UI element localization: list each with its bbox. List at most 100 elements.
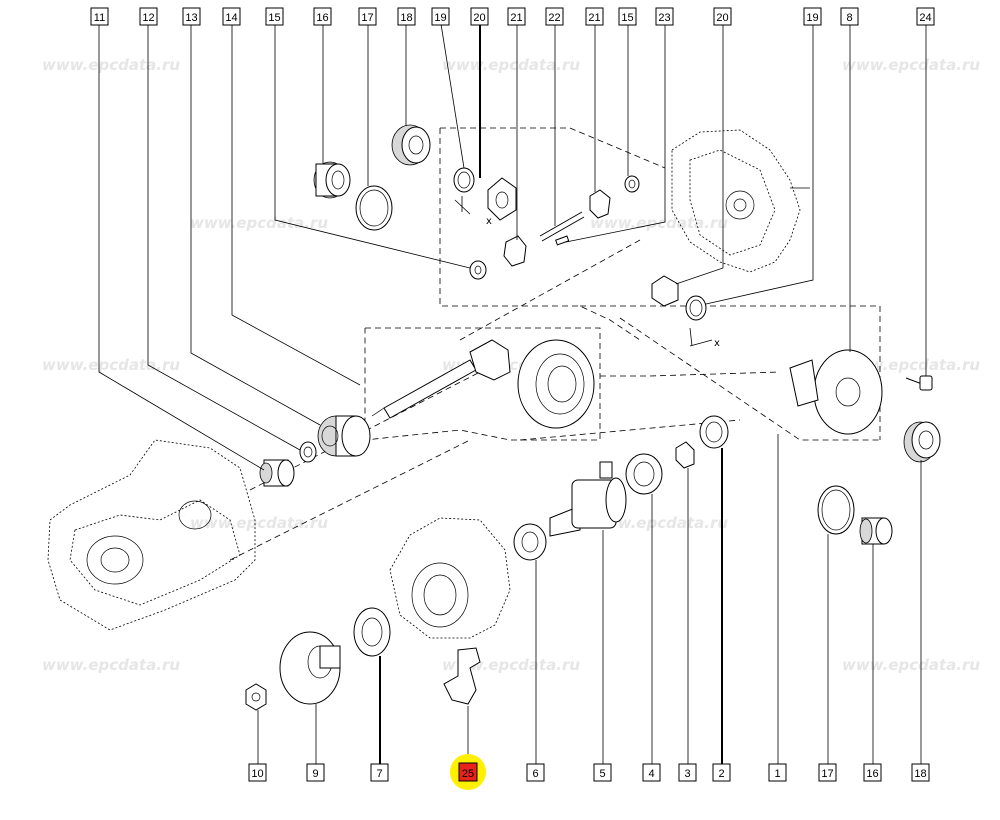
part-17-shim-b bbox=[817, 485, 855, 535]
crown-wheel bbox=[517, 339, 595, 429]
callout-box[interactable]: 16 bbox=[313, 7, 332, 26]
callout-box[interactable]: 15 bbox=[618, 7, 637, 26]
callout-box[interactable]: 19 bbox=[803, 7, 822, 26]
watermark-text: www.epcdata.ru bbox=[842, 56, 980, 74]
bottom-callouts: 10 9 7 25 6 5 4 3 2 1 17 16 18 bbox=[248, 754, 930, 790]
part-15-washer bbox=[469, 260, 487, 280]
part-16-bearing-b bbox=[859, 517, 893, 545]
part-11-bearing bbox=[259, 459, 295, 487]
callout-number: 21 bbox=[510, 12, 522, 24]
bottom-leader-lines bbox=[257, 434, 922, 764]
callout-number: 10 bbox=[251, 768, 263, 780]
part-13-shim bbox=[299, 441, 317, 463]
part-5-sleeve bbox=[549, 461, 627, 537]
part-25-bracket bbox=[443, 647, 481, 705]
callout-box[interactable]: 14 bbox=[222, 7, 241, 26]
part-6-bearing bbox=[513, 523, 547, 561]
callout-number: 9 bbox=[312, 768, 318, 780]
callout-number: 20 bbox=[473, 12, 485, 24]
watermark-text: www.epcdata.ru bbox=[842, 656, 980, 674]
callout-box[interactable]: 20 bbox=[470, 7, 489, 26]
part-16-bearing bbox=[313, 161, 351, 199]
callout-box[interactable]: 18 bbox=[911, 763, 930, 782]
callout-number: 4 bbox=[648, 768, 654, 780]
watermark-text: www.epcdata.ru bbox=[42, 356, 180, 374]
callout-box[interactable]: 12 bbox=[139, 7, 158, 26]
axis-mark-label: x bbox=[486, 216, 492, 227]
watermark-text: www.epcdata.ru bbox=[190, 514, 328, 532]
callout-number: 15 bbox=[621, 12, 633, 24]
part-3-nut bbox=[675, 441, 695, 469]
callout-box[interactable]: 18 bbox=[397, 7, 416, 26]
part-20-side-gear-b bbox=[651, 275, 679, 307]
part-20-side-gear bbox=[487, 177, 517, 221]
callout-highlighted-25[interactable]: 25 bbox=[450, 754, 486, 790]
part-8-differential-carrier bbox=[789, 349, 883, 435]
callout-number: 16 bbox=[866, 768, 878, 780]
part-24-bolt bbox=[905, 375, 933, 391]
callout-number: 6 bbox=[532, 768, 538, 780]
watermark-text: www.epcdata.ru bbox=[590, 514, 728, 532]
watermark-text: www.epcdata.ru bbox=[42, 56, 180, 74]
callout-box[interactable]: 17 bbox=[358, 7, 377, 26]
callout-box[interactable]: 7 bbox=[370, 763, 389, 782]
top-leader-lines bbox=[98, 23, 927, 471]
callout-box[interactable]: 3 bbox=[678, 763, 697, 782]
part-21-planet-gear-b bbox=[589, 189, 611, 219]
callout-number: 18 bbox=[400, 12, 412, 24]
part-4-seal bbox=[625, 453, 663, 495]
callout-number: 1 bbox=[774, 768, 780, 780]
part-9-flange bbox=[279, 631, 341, 705]
callout-number: 15 bbox=[268, 12, 280, 24]
callout-box[interactable]: 10 bbox=[248, 763, 267, 782]
callout-number: 2 bbox=[718, 768, 724, 780]
callout-box[interactable]: 5 bbox=[593, 763, 612, 782]
callout-box[interactable]: 8 bbox=[840, 7, 859, 26]
gearbox-housing-left bbox=[47, 439, 256, 631]
top-callouts: 11 12 13 14 15 16 17 18 19 20 21 22 21 1… bbox=[90, 7, 935, 26]
highlight-box bbox=[458, 762, 478, 782]
callout-box[interactable]: 16 bbox=[863, 763, 882, 782]
part-19-circlip bbox=[453, 167, 475, 215]
callout-number: 13 bbox=[185, 12, 197, 24]
callout-box[interactable]: 21 bbox=[507, 7, 526, 26]
callout-box[interactable]: 19 bbox=[431, 7, 450, 26]
part-19-circlip-b bbox=[685, 295, 713, 347]
callout-box[interactable]: 11 bbox=[90, 7, 109, 26]
callout-box[interactable]: 4 bbox=[642, 763, 661, 782]
callout-number: 24 bbox=[919, 12, 931, 24]
callout-box[interactable]: 24 bbox=[916, 7, 935, 26]
callout-box[interactable]: 2 bbox=[712, 763, 731, 782]
callout-number: 21 bbox=[588, 12, 600, 24]
callout-box[interactable]: 6 bbox=[526, 763, 545, 782]
callout-box[interactable]: 23 bbox=[655, 7, 674, 26]
callout-box[interactable]: 22 bbox=[545, 7, 564, 26]
callout-number: 5 bbox=[599, 768, 605, 780]
callout-number: 23 bbox=[658, 12, 670, 24]
axis-mark-label: x bbox=[714, 338, 720, 349]
callout-box[interactable]: 1 bbox=[768, 763, 787, 782]
callout-number: 3 bbox=[684, 768, 690, 780]
part-22-pin bbox=[539, 211, 585, 242]
watermark-text: www.epcdata.ru bbox=[190, 214, 328, 232]
callout-box[interactable]: 15 bbox=[265, 7, 284, 26]
callout-number: 18 bbox=[914, 768, 926, 780]
callout-box[interactable]: 13 bbox=[182, 7, 201, 26]
callout-box[interactable]: 20 bbox=[713, 7, 732, 26]
callout-box[interactable]: 9 bbox=[306, 763, 325, 782]
callout-number: 19 bbox=[806, 12, 818, 24]
callout-number: 11 bbox=[94, 12, 105, 24]
callout-number: 16 bbox=[316, 12, 328, 24]
part-21-planet-gear bbox=[503, 235, 527, 267]
callout-number: 17 bbox=[361, 12, 373, 24]
part-23-roll-pin bbox=[555, 235, 570, 246]
callout-number: 17 bbox=[821, 768, 833, 780]
callout-number: 14 bbox=[225, 12, 237, 24]
callout-number: 19 bbox=[434, 12, 446, 24]
callout-number: 8 bbox=[846, 12, 852, 24]
callout-box[interactable]: 21 bbox=[585, 7, 604, 26]
part-2-bearing bbox=[699, 415, 729, 449]
gearbox-housing-lower bbox=[389, 517, 511, 639]
callout-box[interactable]: 17 bbox=[818, 763, 837, 782]
